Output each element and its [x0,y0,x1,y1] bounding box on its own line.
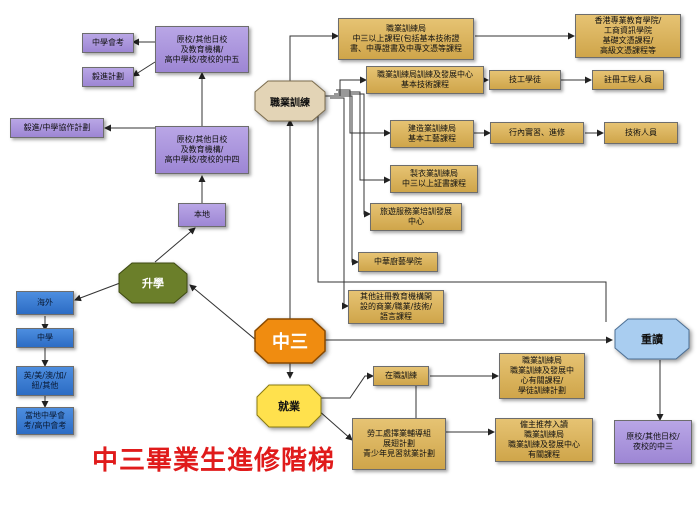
tourism-center-box: 旅遊服務業培訓發展 中心 [370,203,462,231]
further-study-label: 升學 [142,277,164,290]
vtc-youth-box: 職業訓練局 職業訓練及發展中 心有關課程/ 學徒訓練計劃 [499,353,585,399]
secondary-vocational-box: 毅進/中學協作計劃 [10,118,104,138]
f3-label: 中三 [272,332,308,353]
vtc-basic-tech-box: 職業訓練局訓練及發展中心 基本技術課程 [366,66,484,94]
f5-school-box: 原校/其他日校 及教育機構/ 高中學校/夜校的中五 [155,26,249,73]
local-exam-box: 當地中學會 考/高中會考 [16,407,74,435]
countries-box: 英/美/澳/加/ 紐/其他 [16,366,74,396]
construction-basic-box: 建造業訓練局 基本工藝課程 [390,120,474,148]
repeat-label: 重讀 [641,333,663,346]
employment-node: 就業 [256,384,322,428]
repeat-node: 重讀 [614,318,690,360]
f4-school-box: 原校/其他日校 及教育機構/ 高中學校/夜校的中四 [155,126,249,174]
technician-apprentice-box: 技工學徒 [489,70,561,90]
further-study-node: 升學 [118,262,188,304]
hk-ive-box: 香港專業教育學院/ 工商資訊學院 基礎文憑課程/ 高級文憑課程等 [575,14,681,58]
on-job-training-box: 行內實習、進修 [490,122,584,144]
labour-scheme-box: 勞工處擇業輔導組 展翅計劃 青少年見習就業計劃 [352,418,446,470]
overseas-box: 海外 [16,291,74,315]
chinese-cuisine-box: 中華廚藝學院 [358,252,438,272]
other-institutions-box: 其他註冊教育機構開 設的商業/職業/技術/ 語言課程 [348,290,444,324]
bridging-box: 毅進計劃 [82,67,134,87]
vtc-f3-courses-box: 職業訓練局 中三以上課程(包括基本技術證 書、中專證書及中專文憑等課程 [338,18,474,60]
secondary-box: 中學 [16,328,74,348]
employer-training-box: 僱主推荐入讀 職業訓練局 職業訓練及發展中心 有關課程 [495,418,593,462]
diagram-title: 中三畢業生進修階梯 [92,446,336,476]
vocational-training-label: 職業訓練 [270,97,310,109]
vocational-training-node: 職業訓練 [254,80,326,122]
technician-box: 技術人員 [604,122,678,144]
employment-label: 就業 [278,400,300,413]
registered-engineer-box: 註冊工程人員 [592,70,664,90]
clothing-courses-box: 製衣業訓練局 中三以上証書課程 [390,165,478,193]
hkcee-box: 中學會考 [82,33,134,53]
repeat-school-box: 原校/其他日校/ 夜校的中三 [614,420,692,464]
local-box: 本地 [178,203,226,227]
in-job-training-box: 在職訓練 [373,366,429,386]
f3-node: 中三 [254,318,326,364]
